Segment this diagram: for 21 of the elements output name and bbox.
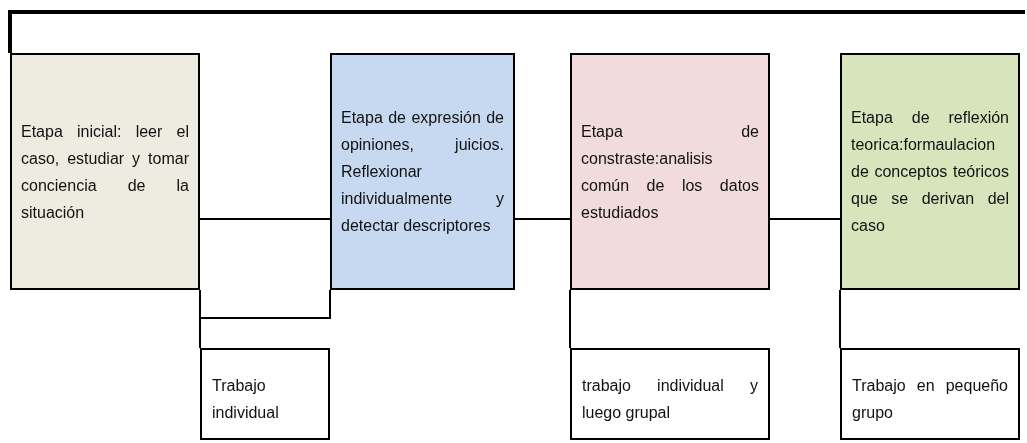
connector-line <box>569 289 571 349</box>
process-box <box>570 53 770 290</box>
box-text: Etapa de reflexión teorica:formaulacion de conceptos teóricos que se derivan del caso <box>851 108 1009 236</box>
box-text: Trabajo individual <box>212 376 280 423</box>
process-box <box>330 53 515 290</box>
box-text: Etapa inicial: leer el caso, estudiar y tomar conciencia de la situación <box>21 121 189 223</box>
box-text: Etapa de constraste:analisis común de los datos estudiados <box>581 121 759 223</box>
process-box <box>840 348 1020 440</box>
process-box <box>200 348 330 440</box>
box-text: Etapa de expresión de opiniones, juicios. Reflexionar individualmente y detectar descriptores <box>341 108 504 236</box>
process-box <box>840 53 1020 290</box>
connector-line <box>514 217 571 220</box>
process-box <box>570 348 770 440</box>
connector-line <box>839 289 841 349</box>
connector-line <box>199 217 331 220</box>
box-text: trabajo individual y luego grupal <box>582 376 758 423</box>
box-text: Trabajo en pequeño grupo <box>852 376 1008 423</box>
process-box <box>10 53 200 290</box>
connector-line <box>8 10 1025 53</box>
connector-line <box>199 289 331 349</box>
connector-line <box>769 217 841 220</box>
